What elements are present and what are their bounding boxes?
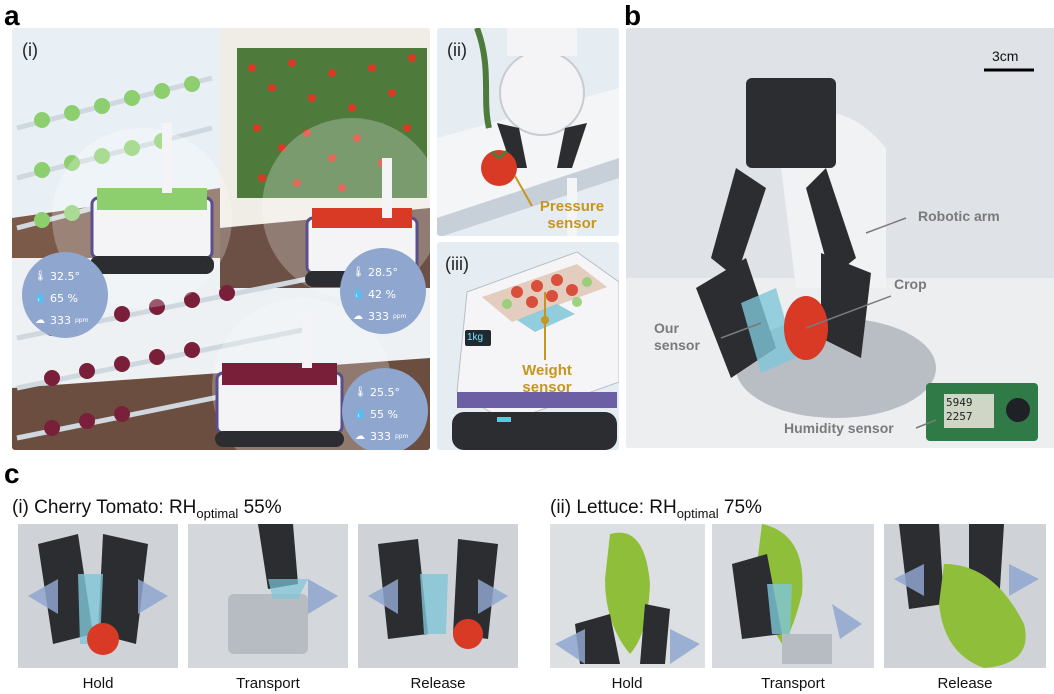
- badge-co2-unit: ppm: [75, 317, 89, 324]
- badge-co2: 333: [370, 430, 391, 443]
- pressure-sensor-label-line2: sensor: [547, 215, 597, 232]
- sub-label-a-iii: (iii): [445, 254, 469, 274]
- caption-tomato-transport: Transport: [236, 675, 300, 692]
- lettuce-transport-photo: [712, 524, 874, 668]
- lettuce-hold-photo: [550, 524, 705, 668]
- our-sensor-label: Our sensor: [654, 320, 700, 354]
- gripper-photo-scene: [626, 28, 1054, 448]
- caption-tomato-hold: Hold: [82, 675, 114, 692]
- caption-tomato-release: Release: [410, 675, 466, 692]
- badge-temp: 25.5°: [370, 386, 400, 399]
- our-sensor-label-line2: sensor: [654, 337, 700, 353]
- sub-label-a-ii: (ii): [447, 40, 467, 60]
- robotic-arm-label: Robotic arm: [918, 208, 1000, 224]
- badge-humidity: 42 %: [368, 288, 396, 301]
- badge-humidity: 55 %: [370, 408, 398, 421]
- weight-sensor-label-line2: sensor: [522, 379, 572, 396]
- lettuce-title-value: 75%: [718, 497, 762, 518]
- badge-co2: 333: [50, 314, 71, 327]
- badge-co2-unit: ppm: [395, 433, 409, 440]
- lettuce-title-sub: optimal: [676, 506, 719, 521]
- our-sensor-label-line1: Our: [654, 320, 679, 336]
- badge-co2-unit: ppm: [393, 313, 407, 320]
- sub-label-a-i: (i): [22, 40, 38, 60]
- cherry-tomato-title: (i) Cherry Tomato: RHoptimal 55%: [12, 497, 282, 521]
- pressure-sensor-label: Pressure sensor: [517, 198, 619, 232]
- badge-humidity: 65 %: [50, 292, 78, 305]
- env-badge-tomato: 🌡28.5° 💧42 % ☁ 333 ppm: [340, 248, 426, 334]
- badge-temp: 28.5°: [368, 266, 398, 279]
- droplet-icon: 💧: [34, 293, 47, 304]
- cherry-tomato-title-sub: optimal: [196, 506, 239, 521]
- lettuce-title: (ii) Lettuce: RHoptimal 75%: [550, 497, 762, 521]
- display-line1: 5949: [946, 396, 973, 409]
- display-line2: 2257: [946, 410, 973, 423]
- env-badge-lettuce: 🌡32.5° 💧65 % ☁ 333 ppm: [22, 252, 108, 338]
- cherry-tomato-title-prefix: (i) Cherry Tomato: RH: [12, 497, 197, 518]
- gripper-scene: [437, 28, 619, 236]
- panel-letter-b: b: [624, 0, 642, 31]
- droplet-icon: 💧: [352, 289, 365, 300]
- env-badge-red-lettuce: 🌡25.5° 💧55 % ☁ 333 ppm: [342, 368, 428, 450]
- humidity-sensor-label: Humidity sensor: [784, 420, 894, 436]
- cloud-icon: ☁: [353, 311, 363, 322]
- gripper-photo: 3cm Robotic arm Crop Our sensor Humidity…: [626, 28, 1054, 448]
- scale-display: 1kg: [467, 332, 484, 343]
- humidity-sensor-display: 5949 2257: [946, 396, 973, 424]
- weight-sensor-label-line1: Weight: [522, 362, 572, 379]
- robot-weight-illustration: (iii) 1kg Weight sensor: [437, 242, 619, 450]
- tomato-transport-photo: [188, 524, 348, 668]
- robot-scene: [452, 251, 619, 450]
- caption-lettuce-transport: Transport: [761, 675, 825, 692]
- weight-sensor-label: Weight sensor: [517, 362, 577, 396]
- pressure-sensor-label-line1: Pressure: [539, 198, 605, 215]
- lettuce-release-photo: [884, 524, 1046, 668]
- tomato-release-photo: [358, 524, 518, 668]
- badge-temp: 32.5°: [50, 270, 80, 283]
- panel-letter-a: a: [4, 0, 20, 31]
- lettuce-title-prefix: (ii) Lettuce: RH: [550, 497, 677, 518]
- crop-label: Crop: [894, 276, 927, 292]
- caption-lettuce-hold: Hold: [611, 675, 643, 692]
- gripper-pressure-illustration: (ii) Pressure sensor: [437, 28, 619, 236]
- thermometer-icon: 🌡: [354, 387, 367, 398]
- badge-co2: 333: [368, 310, 389, 323]
- thermometer-icon: 🌡: [352, 267, 365, 278]
- droplet-icon: 💧: [354, 409, 367, 420]
- caption-lettuce-release: Release: [937, 675, 993, 692]
- scale-bar-label: 3cm: [992, 48, 1019, 64]
- thermometer-icon: 🌡: [34, 271, 47, 282]
- cloud-icon: ☁: [355, 431, 365, 442]
- tomato-hold-photo: [18, 524, 178, 668]
- cloud-icon: ☁: [35, 315, 45, 326]
- panel-letter-c: c: [4, 458, 20, 489]
- cherry-tomato-title-value: 55%: [238, 497, 282, 518]
